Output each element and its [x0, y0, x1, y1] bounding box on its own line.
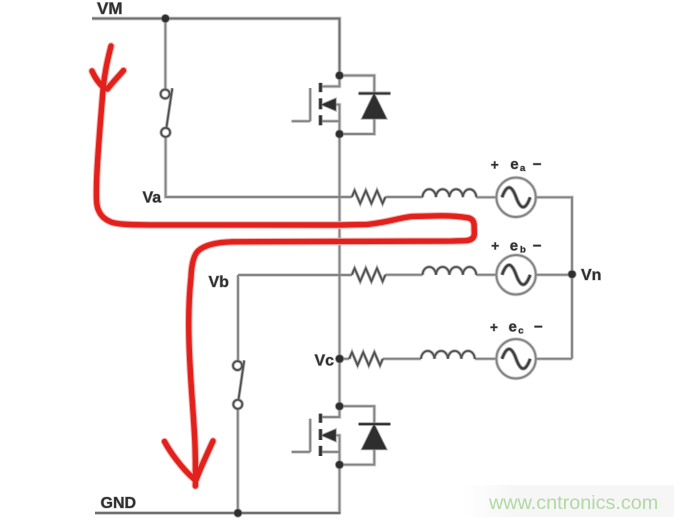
svg-text:+: +: [490, 320, 498, 335]
svg-text:c: c: [518, 325, 523, 336]
svg-text:Va: Va: [143, 189, 162, 206]
svg-text:GND: GND: [101, 495, 137, 512]
svg-text:e: e: [509, 319, 517, 336]
svg-text:+: +: [491, 158, 499, 173]
svg-text:−: −: [533, 237, 542, 254]
svg-text:e: e: [510, 237, 518, 254]
svg-text:e: e: [510, 237, 518, 254]
svg-text:VM: VM: [97, 0, 123, 18]
svg-text:a: a: [520, 163, 526, 174]
svg-text:Vc: Vc: [315, 353, 335, 370]
svg-text:−: −: [533, 156, 542, 173]
svg-text:a: a: [520, 163, 526, 174]
svg-text:+: +: [491, 239, 499, 254]
svg-text:+: +: [491, 239, 499, 254]
svg-text:www.cntronics.com: www.cntronics.com: [488, 492, 658, 514]
svg-text:Vb: Vb: [209, 274, 230, 291]
svg-text:e: e: [510, 156, 518, 173]
svg-text:VM: VM: [97, 0, 123, 18]
svg-text:Vb: Vb: [209, 274, 230, 291]
svg-text:b: b: [520, 244, 526, 255]
svg-text:GND: GND: [101, 495, 137, 512]
svg-text:c: c: [518, 325, 523, 336]
svg-text:e: e: [510, 156, 518, 173]
svg-text:−: −: [533, 237, 542, 254]
svg-text:e: e: [509, 319, 517, 336]
svg-text:Vn: Vn: [581, 267, 601, 284]
svg-text:−: −: [533, 156, 542, 173]
svg-text:−: −: [534, 318, 543, 335]
svg-text:−: −: [534, 318, 543, 335]
svg-text:Vn: Vn: [581, 267, 601, 284]
svg-text:Va: Va: [143, 189, 162, 206]
svg-text:Vc: Vc: [315, 353, 335, 370]
svg-text:+: +: [491, 158, 499, 173]
svg-text:+: +: [490, 320, 498, 335]
svg-text:b: b: [520, 244, 526, 255]
